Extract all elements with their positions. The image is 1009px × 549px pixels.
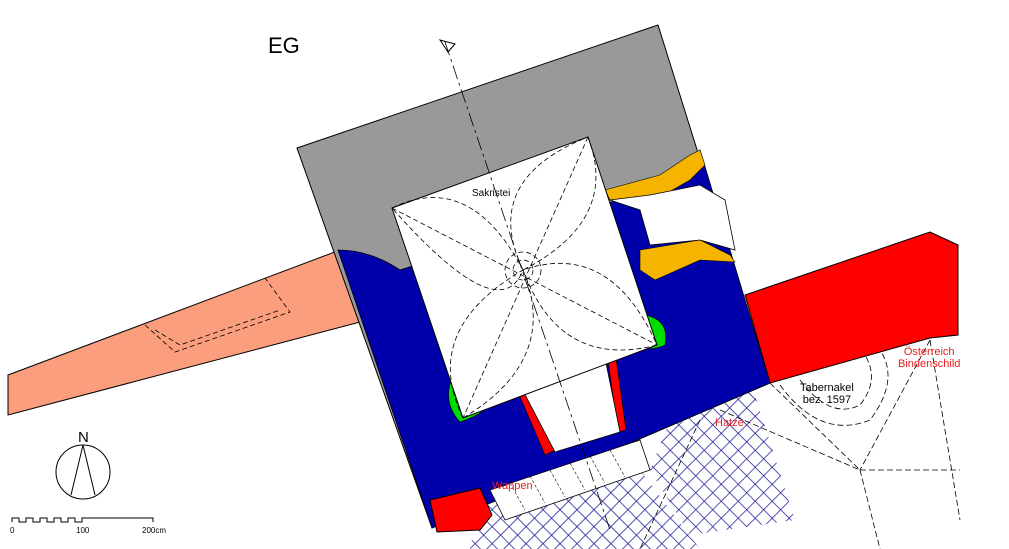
hatze-label: Hatze [715,417,744,429]
stairs [489,439,651,521]
wappen-label: Wappen [492,480,533,492]
salmon-wall [7,249,361,416]
hatched-floor [470,470,700,549]
tabernakel-line2: bez. 1597 [802,394,852,407]
scale-tick-0: 0 [10,526,15,535]
scale-tick-100: 100 [76,526,90,535]
axis-line [444,41,611,531]
tabernakel-line1: Tabernakel [800,382,854,394]
scale-tick-200: 200cm [142,526,167,535]
tabernakel-label: Tabernakel bez. 1597 [800,382,854,406]
red-wall-bottom [429,487,493,533]
oesterreich-line1: Österreich [903,346,955,358]
vault-lines [639,339,961,549]
room-label-sakristei: Sakristei [472,188,511,199]
scale-bar [11,517,154,523]
yellow-strip [639,239,736,281]
oesterreich-line2: Bindenschild [898,358,961,371]
oesterreich-label: Österreich Bindenschild [898,346,960,370]
floor-title: EG [268,33,300,58]
north-arrow-icon [55,444,111,500]
north-label: N [78,429,89,446]
